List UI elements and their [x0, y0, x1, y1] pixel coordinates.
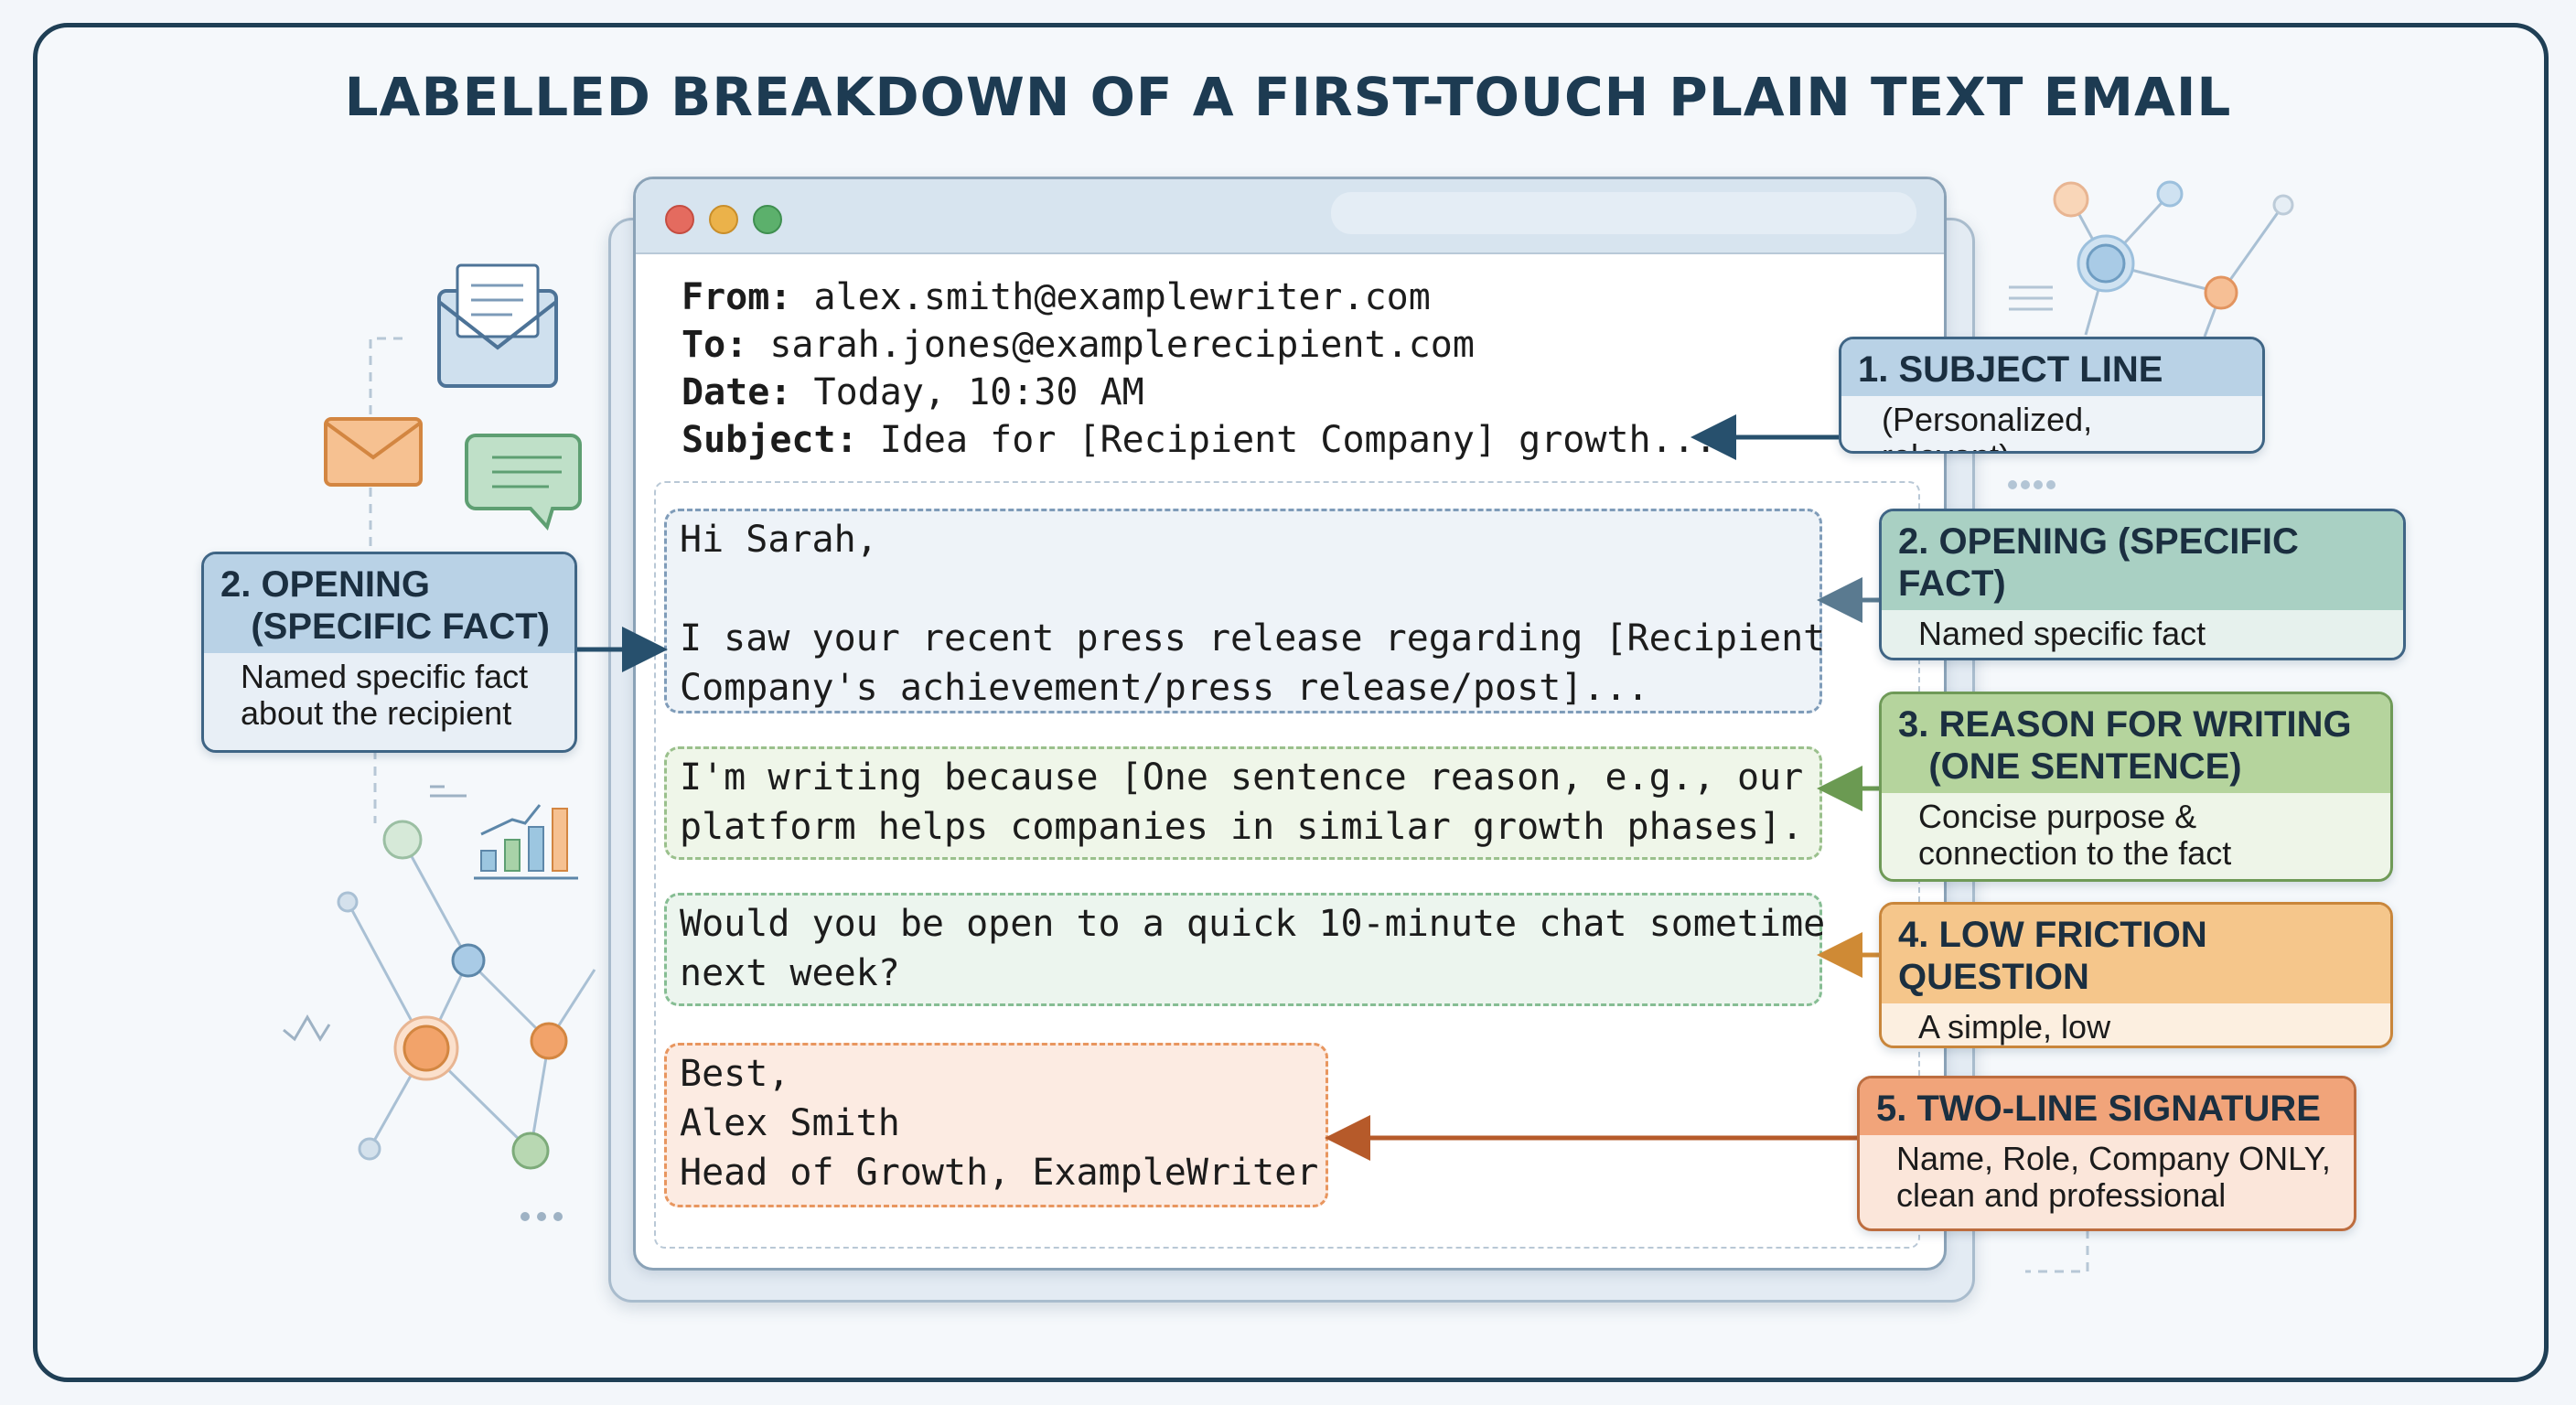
label-reason-title: 3. REASON FOR WRITING (ONE SENTENCE) [1882, 694, 2390, 793]
label-opening-left: 2. OPENING (SPECIFIC FACT) Named specifi… [201, 552, 577, 753]
label-question-title: 4. LOW FRICTION QUESTION [1882, 905, 2390, 1003]
label-reason: 3. REASON FOR WRITING (ONE SENTENCE) Con… [1879, 692, 2393, 882]
page-title: LABELLED BREAKDOWN OF A FIRST-TOUCH PLAI… [344, 66, 2232, 128]
window-titlebar [636, 179, 1944, 254]
label-opening-left-title: 2. OPENING (SPECIFIC FACT) [204, 554, 574, 653]
network-graph-right [2008, 180, 2294, 1273]
subject-value: Idea for [Recipient Company] growth... [879, 419, 1717, 461]
to-line: To: sarah.jones@examplerecipient.com [682, 324, 1475, 366]
subject-line: Subject: Idea for [Recipient Company] gr… [682, 419, 1717, 461]
bar-chart-icon [430, 785, 578, 880]
label-reason-desc: Concise purpose & connection to the fact [1918, 798, 2232, 872]
subject-label: Subject: [682, 419, 858, 461]
signature-section: Best, Alex Smith Head of Growth, Example… [664, 1043, 1328, 1207]
from-value: alex.smith@examplewriter.com [813, 276, 1431, 318]
to-label: To: [682, 324, 748, 366]
mail-icon [324, 417, 423, 487]
question-section: Would you be open to a quick 10-minute c… [664, 893, 1825, 1006]
label-subject-title: 1. SUBJECT LINE [1841, 339, 2262, 396]
titlebar-pill [1331, 192, 1916, 234]
label-subject-desc: (Personalized, relevant) [1882, 401, 2093, 452]
date-label: Date: [682, 371, 792, 413]
date-line: Date: Today, 10:30 AM [682, 371, 1144, 413]
close-window-button[interactable] [665, 205, 694, 234]
to-value: sarah.jones@examplerecipient.com [769, 324, 1475, 366]
opening-section: Hi Sarah, I saw your recent press releas… [664, 509, 1825, 713]
label-subject-line: 1. SUBJECT LINE (Personalized, relevant) [1839, 337, 2265, 454]
from-label: From: [682, 276, 792, 318]
label-question: 4. LOW FRICTION QUESTION A simple, low c… [1879, 902, 2393, 1048]
label-signature: 5. TWO-LINE SIGNATURE Name, Role, Compan… [1857, 1076, 2356, 1231]
maximize-window-button[interactable] [753, 205, 782, 234]
label-signature-desc: Name, Role, Company ONLY, clean and prof… [1896, 1140, 2331, 1214]
from-line: From: alex.smith@examplewriter.com [682, 276, 1431, 318]
date-value: Today, 10:30 AM [813, 371, 1144, 413]
minimize-window-button[interactable] [709, 205, 738, 234]
label-opening-title: 2. OPENING (SPECIFIC FACT) [1882, 511, 2403, 610]
label-opening-right: 2. OPENING (SPECIFIC FACT) Named specifi… [1879, 509, 2406, 660]
label-question-desc: A simple, low commitment request [1918, 1008, 2216, 1046]
chat-bubble-icon [465, 434, 582, 531]
envelope-icon [437, 263, 558, 388]
reason-section: I'm writing because [One sentence reason… [664, 746, 1822, 860]
network-graph-left [283, 820, 596, 1221]
label-signature-title: 5. TWO-LINE SIGNATURE [1860, 1078, 2354, 1135]
label-opening-left-desc: Named specific fact about the recipient [241, 658, 529, 732]
label-opening-desc: Named specific fact about the recipient [1918, 615, 2206, 659]
